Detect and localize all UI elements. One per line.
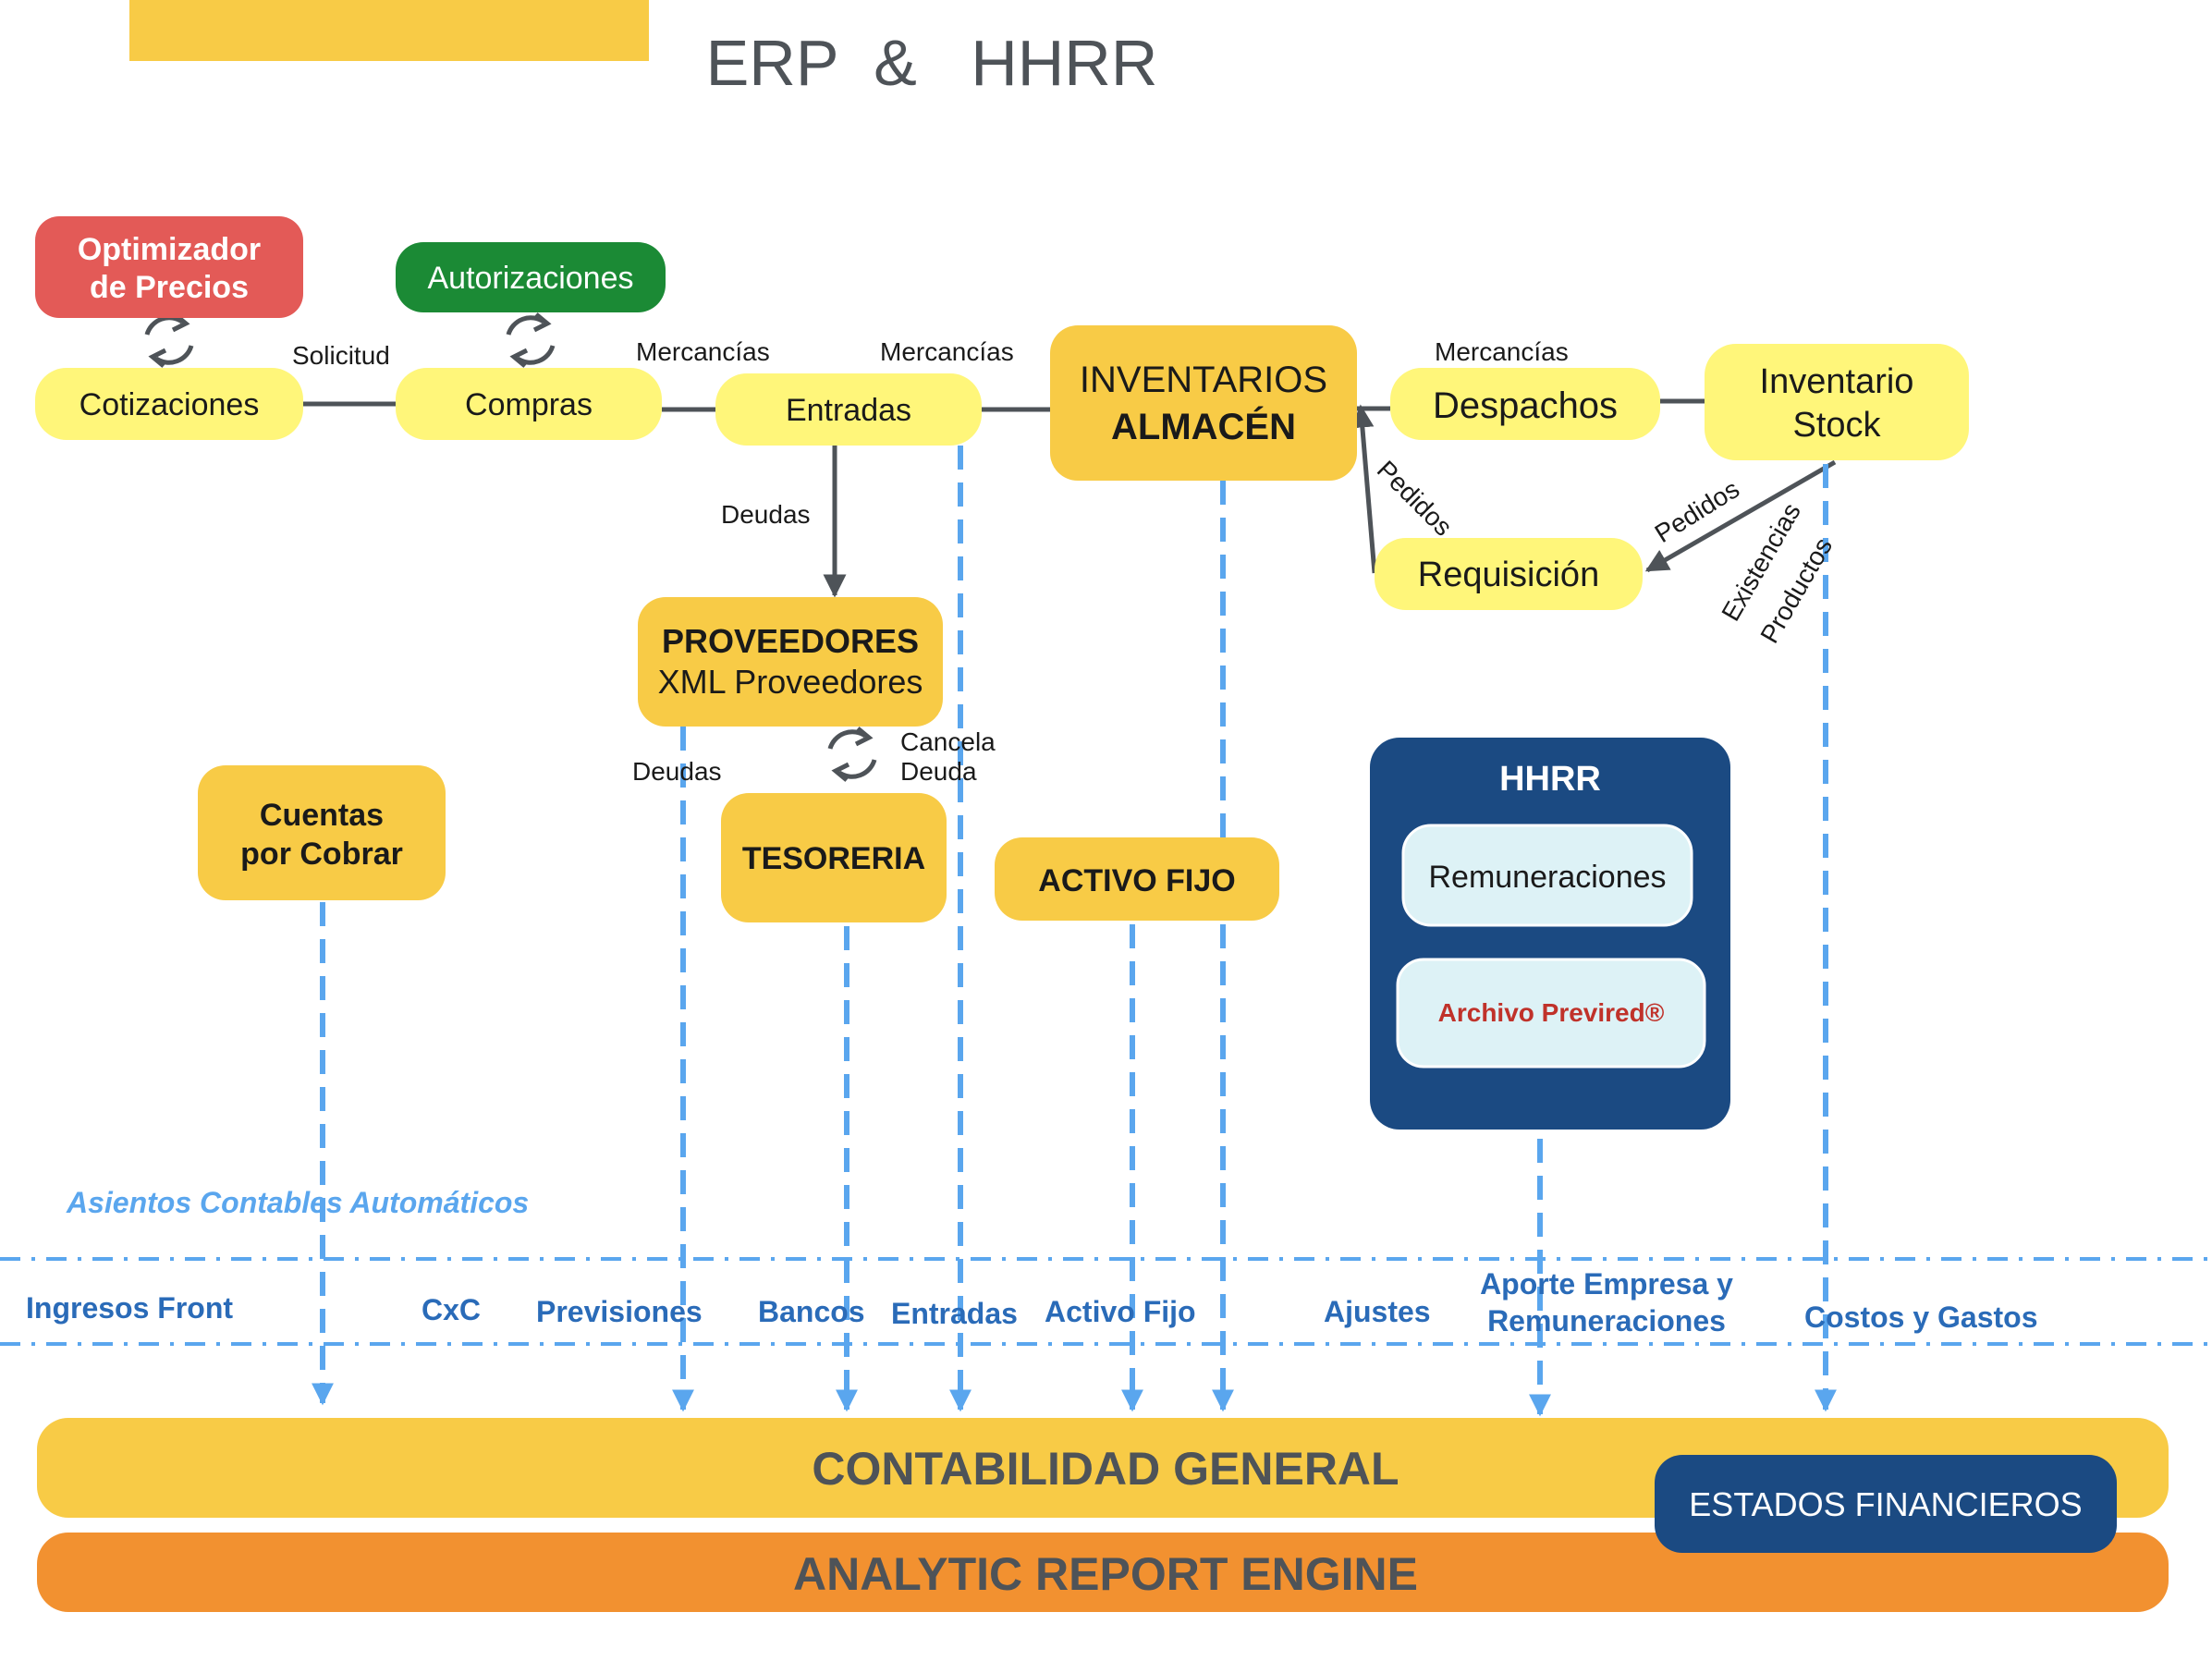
contabilidad-label: CONTABILIDAD GENERAL — [812, 1443, 1399, 1495]
inventario-stock-label: Inventario — [1760, 362, 1914, 401]
estados-financieros-label: ESTADOS FINANCIEROS — [1689, 1485, 2082, 1523]
autorizaciones-label: Autorizaciones — [427, 261, 633, 296]
refresh-icon — [144, 312, 194, 368]
aporte-label: Aporte Empresa y — [1480, 1267, 1733, 1301]
accounting-flows — [312, 446, 1837, 1417]
activo-fijo-node — [995, 837, 1279, 921]
previred-node — [1396, 958, 1706, 1069]
aporte-label: Remuneraciones — [1487, 1304, 1726, 1337]
entradas-label: Entradas — [786, 393, 911, 428]
almacen-label: ALMACÉN — [1111, 406, 1296, 447]
contabilidad-bar — [37, 1418, 2169, 1518]
mercancias-label: Mercancías — [1435, 337, 1569, 366]
compras-node — [396, 368, 662, 440]
asientos-label: Asientos Contables Automáticos — [66, 1186, 529, 1219]
estados-financieros-node — [1655, 1455, 2117, 1553]
analytic-label: ANALYTIC REPORT ENGINE — [793, 1548, 1418, 1600]
cuentas-por-cobrar-label: Cuentas — [260, 798, 384, 833]
cuentas-por-cobrar-label: por Cobrar — [240, 837, 403, 872]
arrow-requisicion-inventarios — [1350, 404, 1377, 574]
page-title: ERP & HHRR — [706, 27, 1158, 99]
inventarios-node — [1050, 325, 1357, 481]
ajustes-label: Ajustes — [1324, 1295, 1431, 1328]
remuneraciones-node — [1401, 824, 1693, 927]
despachos-node — [1390, 368, 1660, 440]
tesoreria-label: TESORERIA — [742, 841, 925, 876]
mercancias-label: Mercancías — [636, 337, 770, 366]
cancela-deuda-label: Cancela — [900, 727, 996, 756]
proveedores-node — [638, 597, 943, 727]
xml-proveedores-label: XML Proveedores — [658, 663, 923, 701]
inventarios-label: INVENTARIOS — [1080, 360, 1327, 400]
remuneraciones-label: Remuneraciones — [1428, 860, 1666, 895]
refresh-icon — [506, 312, 556, 368]
proveedores-label: PROVEEDORES — [662, 622, 919, 660]
solicitud-label: Solicitud — [292, 341, 390, 370]
inventario-stock-label: Stock — [1792, 406, 1881, 445]
pedidos-label: Pedidos — [1650, 474, 1744, 548]
requisicion-label: Requisición — [1418, 556, 1599, 594]
optimizador-node — [35, 216, 303, 318]
tesoreria-node — [721, 793, 947, 922]
refresh-icon — [827, 727, 877, 782]
previred-label: Archivo Previred® — [1438, 998, 1665, 1027]
entradas-band-label: Entradas — [891, 1297, 1018, 1330]
autorizaciones-node — [396, 242, 666, 312]
cxc-label: CxC — [422, 1293, 481, 1326]
ingresos-front-label: Ingresos Front — [26, 1291, 233, 1325]
optimizador-label: Optimizador — [78, 232, 261, 267]
arrow-stock-requisicion — [1644, 459, 1837, 573]
requisicion-node — [1375, 538, 1643, 610]
cotizaciones-node — [35, 368, 303, 440]
cycle-icons — [144, 312, 877, 782]
entradas-node — [715, 373, 982, 446]
previsiones-label: Previsiones — [536, 1295, 703, 1328]
cancela-deuda-label: Deuda — [900, 757, 977, 786]
bancos-label: Bancos — [758, 1295, 865, 1328]
despachos-label: Despachos — [1433, 385, 1618, 426]
costos-label: Costos y Gastos — [1804, 1301, 2038, 1334]
inventario-stock-node — [1705, 344, 1969, 460]
cotizaciones-label: Cotizaciones — [79, 387, 260, 422]
compras-label: Compras — [465, 387, 593, 422]
hhrr-title: HHRR — [1499, 760, 1601, 799]
pedidos-label: Pedidos — [1372, 455, 1458, 541]
optimizador-label: de Precios — [90, 270, 249, 305]
cuentas-por-cobrar-node — [198, 765, 446, 900]
flow-arrows — [303, 392, 1837, 598]
activo-fijo-band-label: Activo Fijo — [1045, 1295, 1196, 1328]
mercancias-label: Mercancías — [880, 337, 1014, 366]
header-bar — [129, 0, 649, 61]
activo-fijo-label: ACTIVO FIJO — [1038, 863, 1235, 898]
analytic-bar — [37, 1533, 2169, 1612]
band-labels: Ingresos Front CxC Previsiones Bancos En… — [26, 1267, 2038, 1337]
deudas-label: Deudas — [632, 757, 722, 786]
deudas-label: Deudas — [721, 500, 811, 529]
